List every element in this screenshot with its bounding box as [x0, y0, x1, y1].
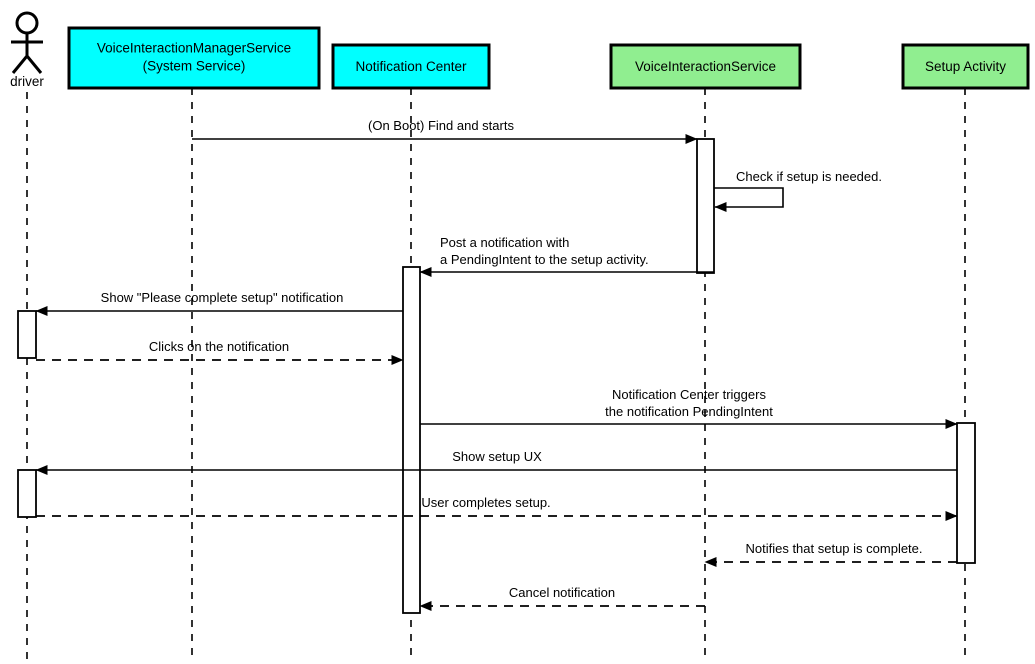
message-label-m9: Notifies that setup is complete. — [745, 541, 922, 556]
actor-leg-right — [25, 55, 43, 74]
message-label-m2: Check if setup is needed. — [736, 169, 882, 184]
participant-box-vims — [67, 26, 321, 90]
actor-head-icon — [15, 11, 39, 35]
actor-leg-left — [11, 55, 29, 74]
message-m9[interactable]: Notifies that setup is complete. — [704, 541, 957, 567]
message-m7[interactable]: Show setup UX — [35, 449, 957, 475]
participant-box-notification_center — [331, 43, 491, 90]
participant-box-setup_activity — [901, 43, 1030, 90]
message-m4[interactable]: Show "Please complete setup" notificatio… — [35, 290, 403, 316]
actor-driver[interactable]: driver — [10, 11, 44, 89]
message-label-m3: Post a notification with — [440, 235, 569, 250]
activation-bar-act-driver-1 — [17, 310, 37, 359]
participant-vis[interactable]: VoiceInteractionService — [609, 43, 802, 90]
message-m2[interactable]: Check if setup is needed. — [714, 169, 882, 212]
message-label-m7: Show setup UX — [452, 449, 542, 464]
participant-name-notification_center: Notification Center — [355, 59, 467, 74]
participant-name-setup_activity: Setup Activity — [925, 59, 1006, 74]
message-label-m8: User completes setup. — [421, 495, 550, 510]
message-m10[interactable]: Cancel notification — [419, 585, 705, 611]
message-label-m5: Clicks on the notification — [149, 339, 289, 354]
activation-bar-act-setup-1 — [956, 422, 976, 564]
participant-notification_center[interactable]: Notification Center — [331, 43, 491, 90]
message-label-m1: (On Boot) Find and starts — [368, 118, 514, 133]
message-label-m10: Cancel notification — [509, 585, 615, 600]
activations-layer — [17, 138, 976, 614]
message-m5[interactable]: Clicks on the notification — [36, 339, 404, 365]
activation-bar-act-vis-1 — [696, 138, 715, 274]
message-m8[interactable]: User completes setup. — [36, 495, 958, 521]
message-arrow-m2 — [714, 187, 784, 212]
message-label-m4: Show "Please complete setup" notificatio… — [101, 290, 344, 305]
participant-setup_activity[interactable]: Setup Activity — [901, 43, 1030, 90]
participants-layer: driver VoiceInteractionManagerService (Sys… — [10, 11, 1030, 90]
participant-name-vims: VoiceInteractionManagerService — [97, 41, 291, 56]
participant-vims[interactable]: VoiceInteractionManagerService (System Se… — [67, 26, 321, 90]
message-m6[interactable]: Notification Center triggers the notifica… — [420, 387, 958, 429]
actor-label-driver: driver — [10, 74, 44, 89]
participant-name-vis: VoiceInteractionService — [635, 59, 776, 74]
participant-box-vis — [609, 43, 802, 90]
message-label-m6: Notification Center triggers — [612, 387, 766, 402]
message-label2-m3: a PendingIntent to the setup activity. — [440, 252, 649, 267]
participant-subtitle-vims: (System Service) — [143, 59, 246, 74]
activation-bar-act-driver-2 — [17, 469, 37, 518]
activation-bar-act-notif-1 — [402, 266, 421, 614]
message-m3[interactable]: Post a notification with a PendingIntent … — [419, 235, 714, 277]
message-m1[interactable]: (On Boot) Find and starts — [192, 118, 698, 144]
message-label2-m6: the notification PendingIntent — [605, 404, 773, 419]
